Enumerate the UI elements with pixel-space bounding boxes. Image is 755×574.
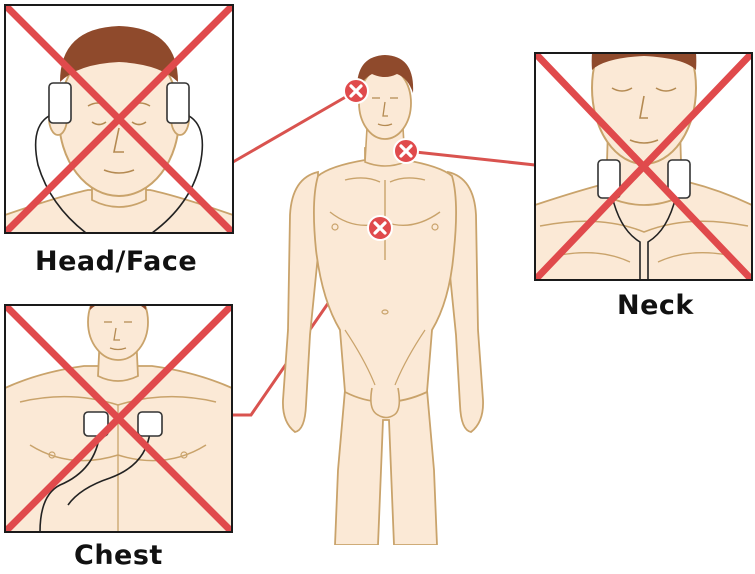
- panel-head-face: [5, 5, 233, 233]
- caption-head-face: Head/Face: [35, 246, 197, 277]
- connector-line-head: [233, 91, 356, 162]
- body-groin: [371, 388, 399, 418]
- marker-head: [344, 79, 368, 103]
- marker-chest: [368, 216, 392, 240]
- caption-neck: Neck: [617, 290, 694, 321]
- body-left-arm: [283, 172, 318, 432]
- connector-line-neck: [406, 151, 535, 165]
- central-body-figure: [283, 55, 483, 545]
- caption-chest: Chest: [74, 540, 163, 571]
- panel-neck: [535, 12, 752, 280]
- marker-neck: [394, 139, 418, 163]
- panel-chest: [5, 282, 232, 532]
